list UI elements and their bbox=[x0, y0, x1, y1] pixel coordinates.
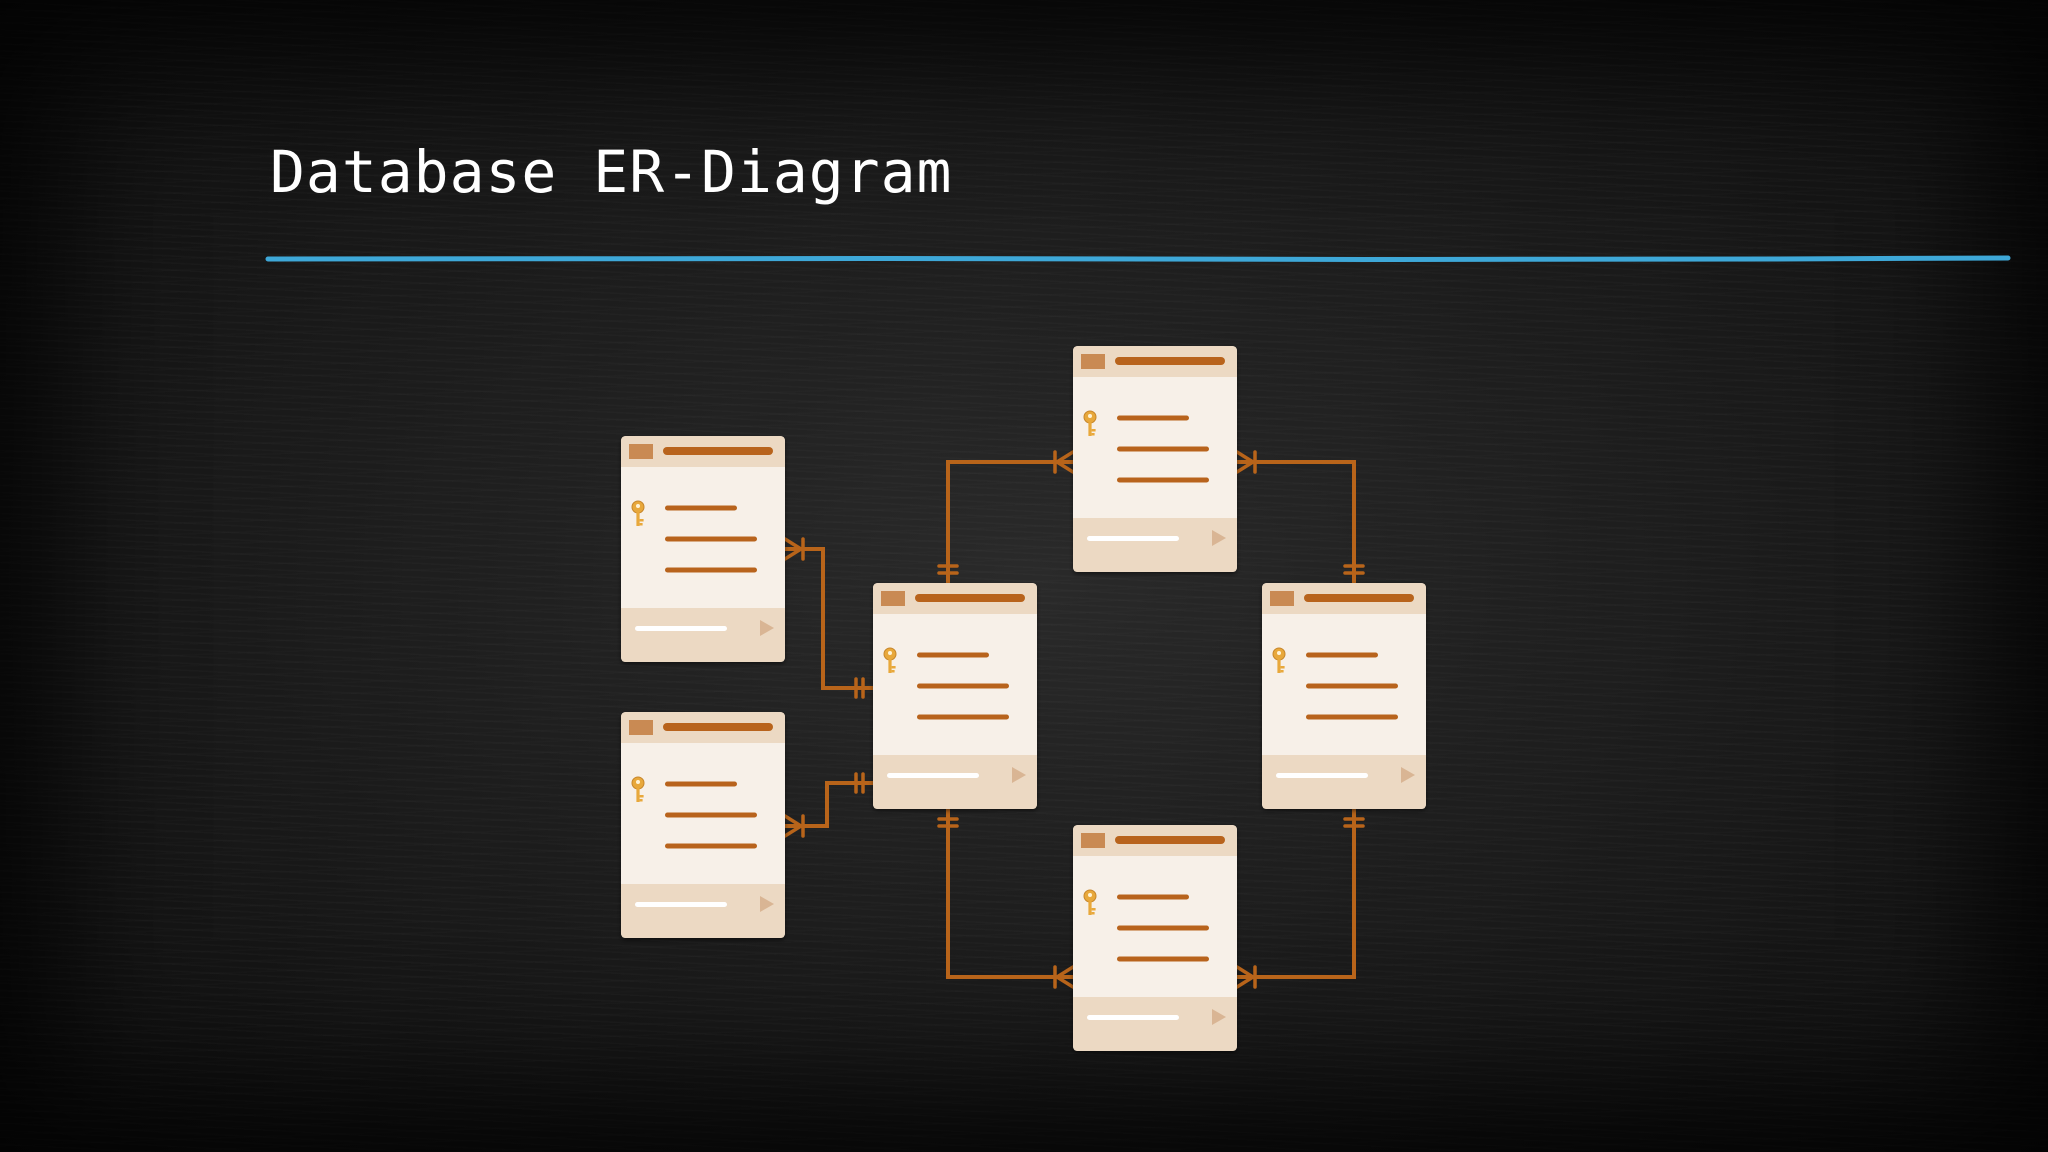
entity-name-placeholder bbox=[1304, 594, 1414, 602]
entities-layer bbox=[621, 346, 1426, 1051]
entity-card-right[interactable] bbox=[1262, 583, 1426, 809]
cardinality-many-mark bbox=[783, 547, 803, 561]
entity-attribute-line bbox=[665, 843, 757, 849]
entity-attribute-line bbox=[1306, 652, 1378, 658]
cardinality-many-mark bbox=[1055, 450, 1075, 464]
entity-card-left-bottom[interactable] bbox=[621, 712, 785, 938]
entity-footer bbox=[621, 608, 785, 662]
cardinality-many-mark bbox=[1235, 975, 1255, 989]
entity-card-body bbox=[621, 436, 785, 662]
cardinality-many-mark bbox=[783, 814, 803, 828]
entity-attribute-line bbox=[1117, 415, 1189, 421]
entity-attribute-line bbox=[665, 781, 737, 787]
entity-attribute-line bbox=[1306, 714, 1398, 720]
entity-table-icon bbox=[629, 720, 653, 735]
relationship-line bbox=[785, 781, 873, 828]
play-icon[interactable] bbox=[1212, 1009, 1226, 1025]
key-icon bbox=[1083, 410, 1097, 436]
key-icon bbox=[883, 647, 897, 673]
cardinality-many-mark bbox=[783, 824, 803, 838]
play-icon[interactable] bbox=[760, 620, 774, 636]
relationship-center-left-bottom bbox=[937, 809, 1075, 989]
key-icon bbox=[1083, 889, 1097, 915]
entity-attribute-line bbox=[917, 714, 1009, 720]
relationship-right-top bbox=[1235, 450, 1365, 583]
cardinality-many-mark bbox=[1055, 975, 1075, 989]
entity-attribute-line bbox=[917, 683, 1009, 689]
relationship-line bbox=[1237, 809, 1356, 979]
entity-attribute-line bbox=[917, 652, 989, 658]
entity-name-placeholder bbox=[1115, 357, 1225, 365]
relationship-left-bottom-center-left bbox=[783, 772, 873, 838]
relationship-line bbox=[1237, 460, 1356, 583]
entity-attribute-line bbox=[1117, 446, 1209, 452]
entity-table-icon bbox=[881, 591, 905, 606]
play-icon[interactable] bbox=[1212, 530, 1226, 546]
entity-name-placeholder bbox=[663, 723, 773, 731]
entity-footer bbox=[621, 884, 785, 938]
entity-attribute-line bbox=[1117, 477, 1209, 483]
play-icon[interactable] bbox=[760, 896, 774, 912]
entity-card-body bbox=[873, 583, 1037, 809]
slide-title: Database ER-Diagram bbox=[270, 138, 953, 206]
entity-footer-line bbox=[1276, 773, 1368, 778]
relationships-layer bbox=[783, 450, 1365, 989]
entity-name-placeholder bbox=[1115, 836, 1225, 844]
entity-card-center-left[interactable] bbox=[873, 583, 1037, 809]
entity-table-icon bbox=[1081, 833, 1105, 848]
cardinality-many-mark bbox=[1235, 460, 1255, 474]
entity-footer bbox=[1073, 997, 1237, 1051]
relationship-left-top-center-left bbox=[783, 537, 873, 699]
entity-footer-line bbox=[635, 626, 727, 631]
key-icon bbox=[631, 500, 645, 526]
entity-card-body bbox=[1262, 583, 1426, 809]
title-underline bbox=[265, 255, 2011, 263]
entity-card-body bbox=[1073, 825, 1237, 1051]
entity-table-icon bbox=[1270, 591, 1294, 606]
entity-footer bbox=[1073, 518, 1237, 572]
entity-attribute-line bbox=[1117, 925, 1209, 931]
cardinality-many-mark bbox=[1235, 450, 1255, 464]
entity-footer bbox=[873, 755, 1037, 809]
entity-card-bottom[interactable] bbox=[1073, 825, 1237, 1051]
entity-attribute-line bbox=[665, 536, 757, 542]
entity-attribute-line bbox=[665, 812, 757, 818]
key-icon bbox=[631, 776, 645, 802]
entity-footer-line bbox=[1087, 536, 1179, 541]
entity-attribute-line bbox=[1117, 894, 1189, 900]
entity-attribute-line bbox=[665, 567, 757, 573]
entity-table-icon bbox=[1081, 354, 1105, 369]
entity-card-left-top[interactable] bbox=[621, 436, 785, 662]
play-icon[interactable] bbox=[1401, 767, 1415, 783]
relationship-right-bottom bbox=[1235, 809, 1365, 989]
play-icon[interactable] bbox=[1012, 767, 1026, 783]
entity-card-top[interactable] bbox=[1073, 346, 1237, 572]
cardinality-many-mark bbox=[1055, 965, 1075, 979]
cardinality-many-mark bbox=[1055, 460, 1075, 474]
entity-card-body bbox=[621, 712, 785, 938]
entity-footer bbox=[1262, 755, 1426, 809]
entity-table-icon bbox=[629, 444, 653, 459]
entity-attribute-line bbox=[1117, 956, 1209, 962]
entity-card-body bbox=[1073, 346, 1237, 572]
key-icon bbox=[1272, 647, 1286, 673]
entity-name-placeholder bbox=[915, 594, 1025, 602]
cardinality-many-mark bbox=[1235, 965, 1255, 979]
entity-footer-line bbox=[1087, 1015, 1179, 1020]
entity-footer-line bbox=[635, 902, 727, 907]
relationship-center-left-top bbox=[937, 450, 1075, 583]
entity-footer-line bbox=[887, 773, 979, 778]
cardinality-many-mark bbox=[783, 537, 803, 551]
entity-attribute-line bbox=[665, 505, 737, 511]
relationship-line bbox=[946, 460, 1073, 583]
relationship-line bbox=[946, 809, 1073, 979]
entity-attribute-line bbox=[1306, 683, 1398, 689]
relationship-line bbox=[785, 547, 873, 690]
entity-name-placeholder bbox=[663, 447, 773, 455]
